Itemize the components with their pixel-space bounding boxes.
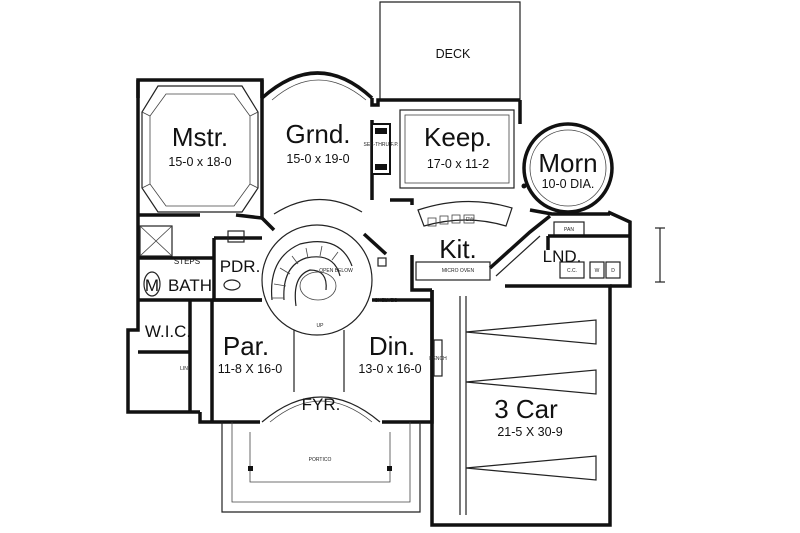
microwave-label: MICRO OVEN	[442, 268, 475, 274]
powder-room: PDR.	[212, 230, 262, 302]
portico: PORTICO	[221, 422, 421, 513]
grand-room: SEE-THRU F.P. Grnd. 15-0 x 19-0	[271, 79, 399, 215]
open-below-label: OPEN BELOW	[319, 268, 353, 274]
portico-label: PORTICO	[309, 457, 332, 463]
morning-dims: 10-0 DIA.	[542, 177, 595, 191]
morning-room: Morn 10-0 DIA.	[521, 129, 607, 207]
foyer: FYR.	[261, 395, 381, 423]
master-dims: 15-0 x 18-0	[168, 155, 231, 169]
dining-label: Din.	[369, 331, 415, 361]
wic-label: W.I.C.	[145, 322, 191, 341]
dining-dims: 13-0 x 16-0	[358, 362, 421, 376]
steps-label: STEPS	[174, 257, 200, 266]
garage-label: 3 Car	[494, 394, 558, 424]
foyer-label: FYR.	[302, 395, 341, 414]
washer-label: W	[595, 268, 600, 274]
keeping-label: Keep.	[424, 122, 492, 152]
keeping-room: Keep. 17-0 x 11-2	[390, 109, 515, 205]
powder-label: PDR.	[220, 257, 261, 276]
grand-dims: 15-0 x 19-0	[286, 152, 349, 166]
pantry-label: PAN	[564, 227, 574, 233]
bench-label: BENCH	[429, 356, 447, 362]
dining-room: SHELVES BENCH Din. 13-0 x 16-0	[343, 298, 447, 392]
grand-label: Grnd.	[285, 119, 350, 149]
cc-label: C.C.	[567, 268, 577, 274]
kitchen-label: Kit.	[439, 234, 477, 264]
kitchen: DW PAN MICRO OVEN Kit.	[410, 200, 610, 292]
parlor-dims: 11-8 X 16-0	[218, 362, 282, 376]
parlor-label: Par.	[223, 331, 269, 361]
linen-label: LIN	[180, 366, 188, 372]
master-label: Mstr.	[172, 122, 228, 152]
master-bedroom: Mstr. 15-0 x 18-0	[138, 85, 263, 220]
garage-dims: 21-5 X 30-9	[497, 425, 562, 439]
stair-up-label: UP	[317, 323, 325, 329]
exterior-walls	[126, 71, 632, 527]
laundry-label: LND.	[543, 247, 582, 266]
keeping-dims: 17-0 x 11-2	[427, 157, 489, 171]
master-bath: STEPS M BATH W.I.C. LIN	[138, 225, 214, 412]
mbath-m-label: M	[145, 276, 159, 295]
parlor: Par. 11-8 X 16-0	[210, 300, 295, 422]
dw-label: DW	[466, 217, 475, 223]
morning-label: Morn	[538, 148, 597, 178]
staircase: OPEN BELOW UP	[261, 224, 388, 336]
laundry-room: C.C. W D LND.	[543, 227, 665, 283]
deck-area: DECK	[379, 1, 521, 100]
bath-label: BATH	[168, 276, 212, 295]
garage: 3 Car 21-5 X 30-9	[459, 296, 597, 515]
interior-walls	[212, 216, 432, 302]
fireplace-label: SEE-THRU F.P.	[364, 142, 399, 148]
dryer-label: D	[611, 268, 615, 274]
deck-label: DECK	[436, 47, 471, 61]
